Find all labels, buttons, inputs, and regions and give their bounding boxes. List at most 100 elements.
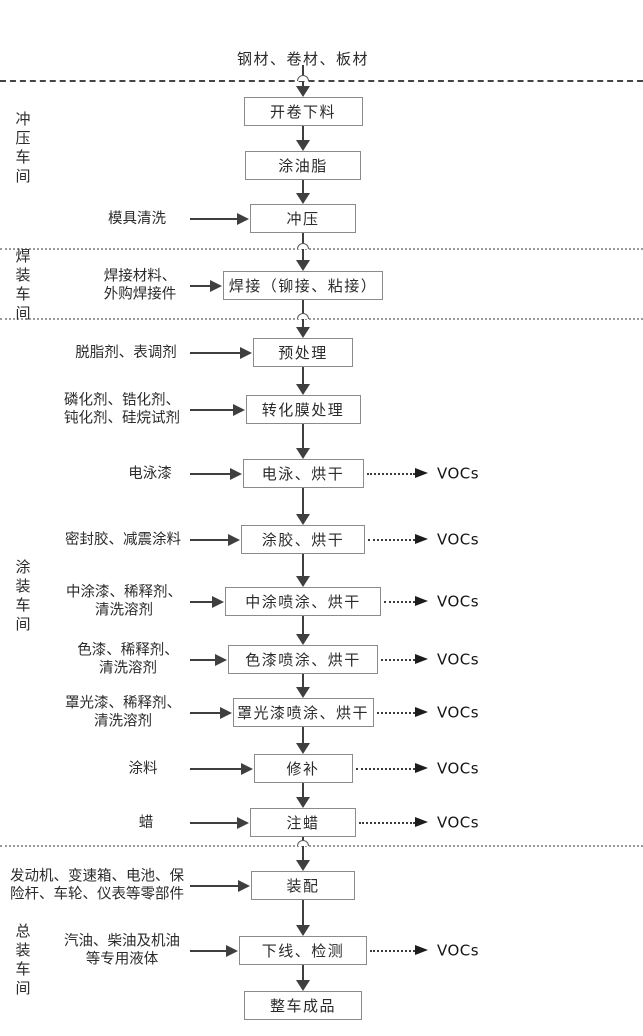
process-box: 转化膜处理 (245, 395, 361, 424)
right-arrow-icon (415, 654, 428, 664)
process-box: 涂胶、烘干 (241, 525, 365, 554)
right-arrow-icon (240, 762, 253, 775)
workshop-label: 焊 装 车 间 (15, 247, 31, 322)
side-input-label: 蜡 (138, 814, 154, 831)
process-box: 焊接（铆接、粘接） (223, 271, 383, 300)
voc-arrow-line (359, 821, 415, 824)
side-input-label: 中涂漆、稀释剂、 清洗溶剂 (66, 584, 182, 619)
input-arrow-line (190, 949, 227, 952)
down-arrow-icon (296, 384, 310, 395)
flow-arrow-line (302, 674, 304, 687)
right-arrow-icon (240, 346, 252, 359)
process-box: 开卷下料 (243, 97, 363, 126)
down-arrow-icon (296, 860, 310, 871)
section-divider (0, 845, 643, 847)
down-arrow-icon (296, 980, 310, 991)
voc-label: VOCs (437, 813, 480, 832)
down-arrow-icon (296, 634, 310, 645)
flow-arrow-line (302, 367, 304, 384)
right-arrow-icon (415, 534, 428, 544)
process-box: 注蜡 (250, 808, 356, 837)
side-input-label: 色漆、稀释剂、 清洗溶剂 (77, 642, 179, 677)
input-arrow-line (190, 538, 229, 541)
down-arrow-icon (296, 193, 310, 204)
line-jump (297, 840, 309, 846)
flow-arrow-line (302, 616, 304, 634)
process-box: 修补 (253, 754, 353, 783)
line-jump (297, 313, 309, 319)
flow-arrow-line (302, 727, 304, 743)
side-input-label: 电泳漆 (128, 465, 172, 482)
flow-arrow-line (302, 126, 304, 140)
workshop-label: 冲 压 车 间 (15, 110, 31, 185)
down-arrow-icon (296, 514, 310, 525)
flow-arrow-line (302, 965, 304, 980)
right-arrow-icon (237, 212, 249, 225)
input-arrow-line (190, 658, 216, 661)
input-arrow-line (190, 284, 211, 287)
flow-arrow-line (302, 488, 304, 514)
voc-label: VOCs (437, 650, 480, 669)
process-box: 罩光漆喷涂、烘干 (232, 698, 374, 727)
side-input-label: 罩光漆、稀释剂、 清洗溶剂 (65, 695, 181, 730)
side-input-label: 发动机、变速箱、电池、保 险杆、车轮、仪表等零部件 (10, 868, 184, 903)
voc-arrow-line (366, 472, 415, 475)
input-arrow-line (190, 351, 241, 354)
process-box: 色漆喷涂、烘干 (228, 645, 378, 674)
input-arrow-line (190, 217, 238, 220)
right-arrow-icon (415, 945, 428, 955)
side-input-label: 汽油、柴油及机油 等专用液体 (64, 933, 180, 968)
down-arrow-icon (296, 140, 310, 151)
voc-arrow-line (368, 538, 415, 541)
input-material-label: 钢材、卷材、板材 (236, 50, 370, 68)
right-arrow-icon (219, 706, 232, 719)
flow-arrow-line (302, 900, 304, 925)
process-box: 预处理 (253, 338, 353, 367)
process-box: 整车成品 (244, 991, 362, 1020)
side-input-label: 焊接材料、 外购焊接件 (103, 268, 177, 303)
voc-label: VOCs (437, 592, 480, 611)
side-input-label: 脱脂剂、表调剂 (75, 344, 177, 361)
down-arrow-icon (296, 86, 310, 97)
right-arrow-icon (212, 595, 224, 608)
flow-arrow-line (302, 554, 304, 576)
down-arrow-icon (296, 260, 310, 271)
line-jump (297, 243, 309, 249)
voc-arrow-line (381, 658, 415, 661)
right-arrow-icon (228, 533, 240, 546)
down-arrow-icon (296, 448, 310, 459)
flow-arrow-line (302, 783, 304, 797)
right-arrow-icon (238, 879, 250, 892)
input-arrow-line (190, 711, 221, 714)
down-arrow-icon (296, 743, 310, 754)
right-arrow-icon (215, 653, 227, 666)
down-arrow-icon (296, 925, 310, 936)
down-arrow-icon (296, 687, 310, 698)
voc-label: VOCs (437, 464, 480, 483)
line-jump (297, 75, 309, 81)
voc-arrow-line (384, 600, 415, 603)
process-box: 涂油脂 (245, 151, 361, 180)
down-arrow-icon (296, 327, 310, 338)
right-arrow-icon (415, 763, 428, 773)
down-arrow-icon (296, 576, 310, 587)
process-box: 冲压 (250, 204, 356, 233)
flow-arrow-line (302, 837, 304, 860)
right-arrow-icon (237, 816, 249, 829)
workshop-label: 涂 装 车 间 (15, 558, 31, 633)
process-box: 中涂喷涂、烘干 (225, 587, 381, 616)
voc-arrow-line (355, 767, 415, 770)
input-arrow-line (190, 884, 239, 887)
flow-arrow-line (302, 424, 304, 448)
process-box: 下线、检测 (239, 936, 367, 965)
side-input-label: 磷化剂、锆化剂、 钝化剂、硅烷试剂 (64, 392, 180, 427)
input-arrow-line (190, 472, 231, 475)
workshop-label: 总 装 车 间 (15, 922, 31, 997)
process-box: 电泳、烘干 (242, 459, 364, 488)
flow-arrow-line (302, 180, 304, 193)
right-arrow-icon (415, 817, 428, 827)
down-arrow-icon (296, 797, 310, 808)
side-input-label: 密封胶、减震涂料 (65, 531, 181, 548)
section-divider (0, 80, 643, 82)
